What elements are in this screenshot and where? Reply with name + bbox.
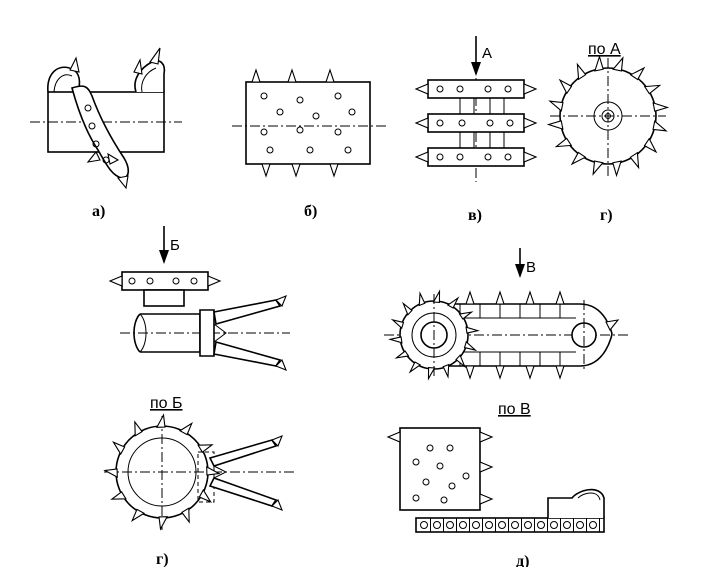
chain-spike <box>495 290 505 305</box>
tooth-spike <box>103 468 118 479</box>
label-g2: г) <box>156 551 169 567</box>
figure-a-helical-drum <box>30 47 182 190</box>
chain-link-hole <box>576 521 584 529</box>
tooth-spike <box>458 311 474 320</box>
label-g1: г) <box>600 207 613 224</box>
chain-spike <box>465 365 475 380</box>
tooth-spike <box>112 441 126 456</box>
chain-spike <box>525 290 535 305</box>
arrow-b-label: Б <box>170 237 180 254</box>
chain-link-hole <box>485 521 493 529</box>
chain-spike <box>555 290 565 305</box>
tooth-spike <box>652 120 668 132</box>
tooth-spike <box>402 303 413 316</box>
tooth-spike <box>612 56 624 72</box>
figure-g2-forked-shaft: Б <box>108 226 290 371</box>
chain-link-hole <box>563 521 571 529</box>
tooth-spike <box>576 62 587 81</box>
chain-link-hole <box>498 521 506 529</box>
tooth-spike <box>446 297 459 309</box>
tooth-spike <box>546 120 564 130</box>
chain-spike <box>465 290 475 305</box>
tooth-spike <box>198 488 212 503</box>
tooth-spike <box>612 160 622 178</box>
chain-link-hole <box>459 521 467 529</box>
tooth-spike <box>558 78 573 95</box>
label-v: в) <box>468 207 482 224</box>
tooth-spike <box>418 291 426 307</box>
tooth-spike <box>432 289 441 304</box>
chain-spike <box>495 365 505 380</box>
tooth-spike <box>178 422 193 436</box>
chain-link-hole <box>511 521 519 529</box>
tooth-spike <box>652 102 670 112</box>
tooth-spike <box>158 516 169 531</box>
figure-d-cutter-chain: В <box>384 248 630 378</box>
chain-link-hole <box>537 521 545 529</box>
tooth-spike <box>390 318 405 330</box>
view-a-title: по А <box>588 41 621 58</box>
label-d: д) <box>516 553 529 567</box>
tooth-spike <box>110 491 127 500</box>
tooth-spike <box>629 66 646 81</box>
tooth-spike <box>554 137 573 148</box>
chain-spikes <box>388 289 620 381</box>
tooth-spike <box>155 413 166 428</box>
arrow-v-label: В <box>526 259 536 276</box>
tooth-spike <box>134 420 143 437</box>
tooth-spike <box>465 326 480 334</box>
chain-link-hole <box>472 521 480 529</box>
tooth-spike <box>629 151 640 170</box>
label-b: б) <box>304 203 317 220</box>
tooth-spike <box>592 160 604 176</box>
view-b-title: по Б <box>150 395 183 412</box>
view-v-title: по В <box>498 401 531 418</box>
figure-g2-view-b <box>103 413 294 531</box>
tooth-spike <box>463 340 478 352</box>
figure-d-view-v <box>386 427 605 533</box>
tooth-spike <box>388 336 403 344</box>
chain-spike <box>605 319 620 332</box>
figure-g-toothed-disc <box>546 54 670 178</box>
chain-link-hole <box>433 521 441 529</box>
tooth-spike <box>427 366 436 381</box>
chain-spike <box>555 365 565 380</box>
chain-spike <box>525 365 535 380</box>
tooth-spike <box>643 84 662 95</box>
chain-link-hole <box>446 521 454 529</box>
tooth-spike <box>409 361 422 373</box>
chain-link-hole <box>589 521 597 529</box>
arrow-a-label: А <box>482 45 492 62</box>
figure-v-plate-stack: А <box>414 36 538 182</box>
chain-link-hole <box>550 521 558 529</box>
tooth-spike <box>131 508 146 522</box>
chain-link-hole <box>524 521 532 529</box>
tooth-spike <box>548 100 564 112</box>
tooth-spike <box>570 151 587 166</box>
tooth-spike <box>181 507 190 524</box>
figure-b-studded-drum <box>232 68 388 178</box>
chain-link-hole <box>420 521 428 529</box>
tooth-spike <box>594 54 604 72</box>
tooth-spike <box>394 350 410 359</box>
tooth-spike <box>442 363 450 379</box>
tooth-spike <box>197 444 214 453</box>
tooth-spike <box>643 137 658 154</box>
tooth-spike <box>455 354 466 367</box>
label-a: а) <box>92 203 105 220</box>
tooth-spike <box>206 465 221 476</box>
